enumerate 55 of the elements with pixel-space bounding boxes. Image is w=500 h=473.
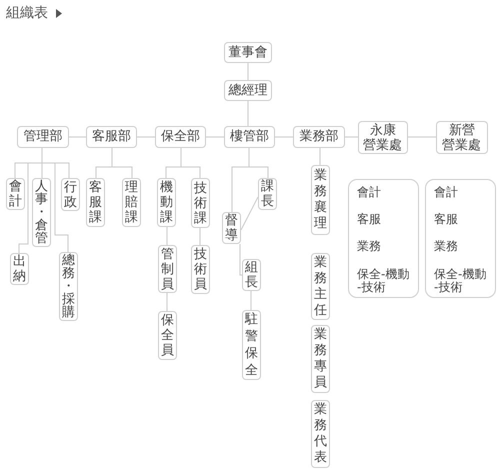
connector-line [180,148,200,178]
position-box: 總務・採購 [59,252,78,321]
position-box: 課長 [258,178,277,210]
department-box: 總經理 [224,80,272,101]
position-box: 會計 [6,178,25,210]
connector-line [274,136,294,138]
role-label: 會計 [434,186,459,199]
connector-line [166,226,168,246]
department-box: 永康營業處 [358,121,408,154]
position-box: 理賠課 [122,178,141,227]
role-label: 業務 [357,240,382,253]
connector-line [248,148,268,178]
connector-line [112,148,132,178]
connector-line [250,290,252,310]
connector-line [206,136,224,138]
department-box: 保全部 [155,126,206,148]
position-box: 駐警保全 [242,310,261,380]
position-box: 人事・倉管 [32,178,51,247]
department-box: 管理部 [17,126,69,148]
role-label: 客服 [357,213,382,226]
position-box: 機動課 [157,178,176,227]
connector-line [166,292,168,312]
position-box: 技術員 [191,245,210,294]
department-box: 業務部 [293,126,345,148]
connector-line [42,148,68,252]
role-label: 會計 [357,186,382,199]
position-box: 督導 [222,212,241,244]
position-box: 客服課 [86,178,105,227]
branch-panel [348,179,419,298]
role-label: 保全-機動 -技術 [434,268,488,294]
position-box: 業務專員 [311,325,330,393]
connector-line [408,136,436,138]
position-box: 技術課 [191,178,210,228]
position-box: 組長 [242,259,261,291]
department-box: 客服部 [86,126,137,148]
role-label: 客服 [434,213,459,226]
department-box: 樓管部 [224,126,275,148]
position-box: 保全員 [158,311,177,360]
connector-line [68,136,86,138]
department-box: 董事會 [224,42,272,63]
connector-line [240,196,258,230]
role-label: 業務 [434,240,459,253]
position-box: 業務襄理 [311,165,330,235]
connector-line [344,136,358,138]
role-label: 保全-機動 -技術 [357,268,410,294]
position-box: 出納 [10,253,29,285]
position-box: 業務主任 [311,253,330,320]
connector-line [136,136,156,138]
position-box: 管制員 [158,245,177,293]
connector-line [240,244,242,276]
branch-panel [425,179,496,298]
chart-title: 組織表 [6,5,48,21]
position-box: 業務代表 [311,400,330,468]
department-box: 新營營業處 [436,121,488,154]
position-box: 行政 [61,178,80,211]
